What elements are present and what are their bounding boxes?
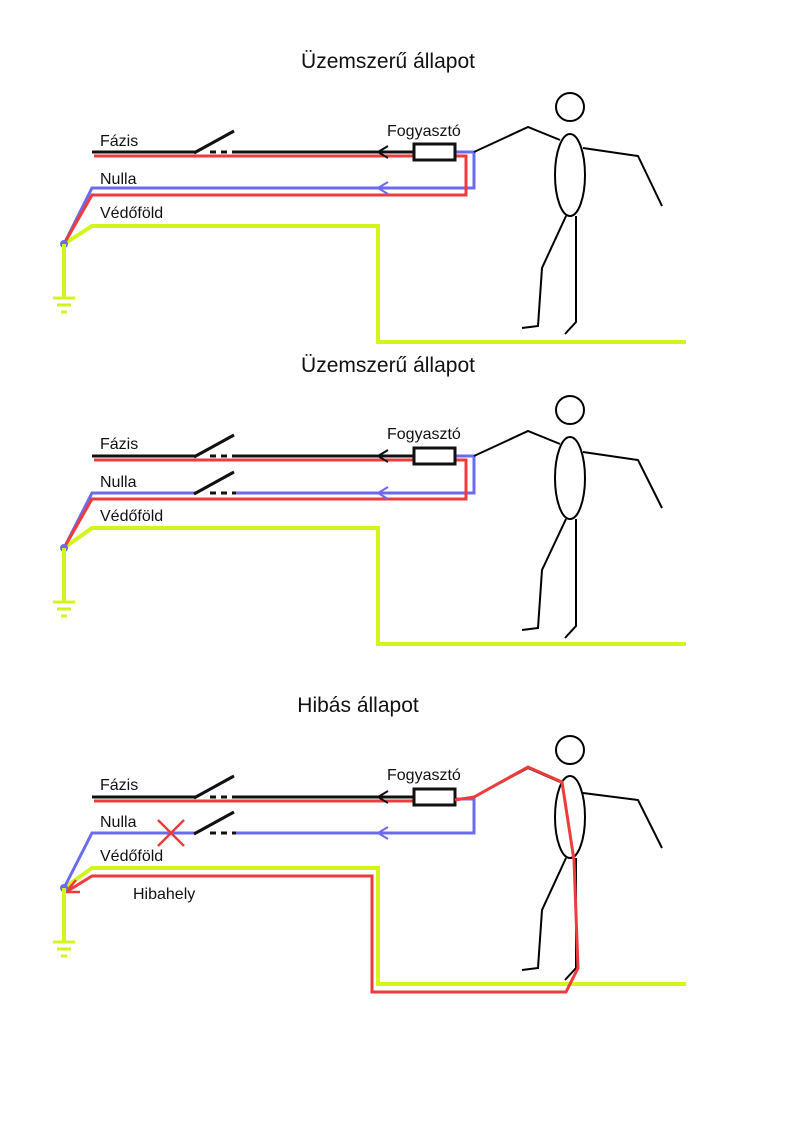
current-arrow-icon [376,826,389,840]
panel-title: Üzemszerű állapot [301,354,475,377]
person-figure [473,92,663,335]
panel-title: Üzemszerű állapot [301,50,475,73]
neutral-switch-blade [193,470,235,496]
load-label: Fogyasztó [387,767,461,784]
load-resistor [412,142,457,162]
neutral-wire-right [236,454,476,495]
neutral-label: Nulla [100,814,137,831]
neutral-label: Nulla [100,171,137,188]
break-cross-icon [157,819,185,847]
fault-current-path [65,765,580,994]
earth-label: Védőföld [100,205,163,222]
neutral-wire [62,150,476,245]
earth-wire [62,866,686,986]
load-resistor [412,446,457,466]
switch-blade [193,774,235,800]
switch-blade [193,433,235,459]
load-resistor [412,787,457,807]
earth-label: Védőföld [100,508,163,525]
neutral-switch-blade [193,810,235,836]
panel-normal-1: Üzemszerű állapot Fázis Nulla Védőföld F… [53,50,686,344]
panel-normal-2: Üzemszerű állapot Fázis Nulla Védőföld F… [53,354,686,646]
earth-label: Védőföld [100,848,163,865]
current-arrow-icon [376,486,389,500]
neutral-wire [62,831,196,889]
panel-title: Hibás állapot [297,694,419,717]
ground-icon [53,548,75,618]
person-figure [473,735,663,981]
switch-blade [193,129,235,155]
current-path [62,154,468,245]
current-arrow-icon [376,790,389,804]
person-figure [473,395,663,639]
ground-icon [53,888,75,958]
earth-wire [62,224,686,344]
phase-label: Fázis [100,133,138,150]
phase-label: Fázis [100,436,138,453]
current-arrow-icon [376,145,389,159]
current-path [62,458,468,549]
ground-icon [53,244,75,314]
load-label: Fogyasztó [387,426,461,443]
neutral-label: Nulla [100,474,137,491]
current-arrow-icon [376,449,389,463]
load-label: Fogyasztó [387,123,461,140]
fault-point-label: Hibahely [133,886,195,903]
phase-label: Fázis [100,777,138,794]
current-arrow-icon [376,181,389,195]
earth-wire [62,526,686,646]
panel-fault: Hibás állapot [53,694,686,994]
